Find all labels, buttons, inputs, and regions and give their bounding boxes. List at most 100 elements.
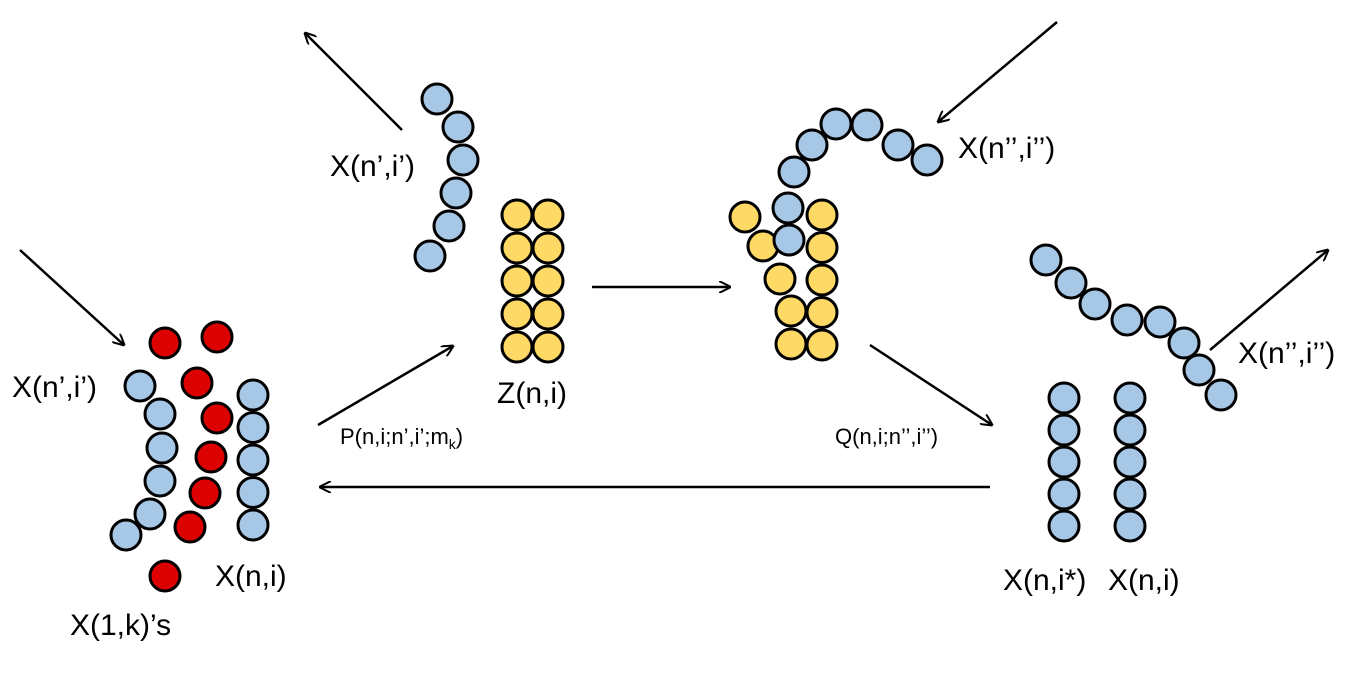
complex-right-beads — [531, 198, 565, 364]
blue-bead — [772, 223, 806, 257]
red-bead — [200, 401, 234, 435]
arrow-leaving-right — [1209, 250, 1328, 351]
label-right-pair-a: X(n,i*) — [1003, 564, 1086, 597]
yellow-bead — [500, 231, 534, 265]
invasion-fixed-beads — [805, 198, 839, 362]
invasion-yellow-beads — [728, 200, 808, 361]
blue-bead — [881, 128, 915, 162]
red-bead — [188, 476, 222, 510]
blue-bead — [1047, 413, 1081, 447]
right-pair-b-beads — [1113, 381, 1147, 543]
label-rate-q: Q(n,i;n’’,i’’) — [835, 424, 938, 449]
yellow-bead — [805, 198, 839, 232]
blue-bead — [1047, 381, 1081, 415]
right-pair-a-beads — [1047, 381, 1081, 543]
blue-bead — [145, 431, 179, 465]
blue-bead — [1113, 413, 1147, 447]
label-top-right-strand: X(n’’,i’’) — [958, 132, 1055, 165]
label-right-leaving-strand: X(n’’,i’’) — [1238, 337, 1335, 370]
red-bead — [148, 326, 182, 360]
blue-bead — [1143, 305, 1177, 339]
arrow-binding-p — [317, 346, 453, 427]
rate-p-subscript: k — [449, 436, 457, 452]
rate-p-main: P(n,i;n’,i’;m — [340, 424, 449, 449]
red-monomer-beads — [148, 320, 234, 593]
beads — [109, 82, 1238, 593]
blue-bead — [850, 108, 884, 142]
yellow-bead — [531, 297, 565, 331]
blue-bead — [236, 508, 270, 542]
red-bead — [180, 366, 214, 400]
blue-bead — [819, 107, 853, 141]
blue-bead — [795, 128, 829, 162]
red-bead — [173, 510, 207, 544]
blue-bead — [123, 369, 157, 403]
label-rate-p: P(n,i;n’,i’;mk) — [340, 424, 463, 452]
blue-bead — [439, 176, 473, 210]
blue-bead — [1167, 326, 1201, 360]
top-left-strand-beads — [413, 82, 480, 273]
complex-left-beads — [500, 198, 534, 364]
blue-bead — [109, 518, 143, 552]
arrow-incoming-left — [19, 249, 124, 345]
yellow-bead — [500, 297, 534, 331]
blue-bead — [1110, 303, 1144, 337]
yellow-bead — [531, 198, 565, 232]
yellow-bead — [500, 264, 534, 298]
yellow-bead — [728, 200, 762, 234]
blue-bead — [420, 82, 454, 116]
blue-bead — [1113, 477, 1147, 511]
blue-bead — [1054, 266, 1088, 300]
yellow-bead — [774, 294, 808, 328]
red-bead — [200, 320, 234, 354]
blue-bead — [143, 464, 177, 498]
blue-bead — [441, 110, 475, 144]
arrow-leaving-top-left — [305, 33, 403, 131]
yellow-bead — [774, 327, 808, 361]
label-right-pair-b: X(n,i) — [1108, 564, 1180, 597]
rate-p-close: ) — [456, 424, 463, 449]
arrow-incoming-top-right — [938, 21, 1058, 122]
left-pair-beads — [236, 378, 270, 542]
blue-bead — [1113, 445, 1147, 479]
label-top-left-strand: X(n’,i’) — [330, 150, 415, 183]
blue-bead — [1047, 509, 1081, 543]
blue-bead — [236, 411, 270, 444]
right-leaving-strand-beads — [1029, 243, 1238, 412]
blue-bead — [446, 143, 480, 177]
blue-bead — [236, 476, 270, 509]
yellow-bead — [805, 263, 839, 297]
blue-bead — [1182, 353, 1216, 387]
label-left-strand: X(n’,i’) — [12, 371, 97, 404]
yellow-bead — [500, 330, 534, 364]
blue-bead — [777, 155, 811, 189]
blue-bead — [910, 143, 944, 177]
blue-bead — [1047, 445, 1081, 479]
blue-bead — [1078, 287, 1112, 321]
blue-bead — [1047, 477, 1081, 511]
arrow-release-q — [869, 343, 992, 425]
blue-bead — [413, 239, 447, 273]
yellow-bead — [500, 198, 534, 232]
blue-bead — [1204, 378, 1238, 412]
blue-bead — [236, 443, 270, 477]
yellow-bead — [805, 296, 839, 329]
left-strand-beads — [109, 369, 179, 552]
blue-bead — [771, 191, 805, 225]
invading-strand-beads — [771, 107, 944, 257]
blue-bead — [1029, 243, 1063, 277]
blue-bead — [1113, 381, 1147, 415]
red-bead — [194, 440, 228, 474]
blue-bead — [236, 378, 270, 412]
label-complex: Z(n,i) — [497, 377, 567, 410]
yellow-bead — [805, 328, 839, 362]
blue-bead — [143, 397, 177, 431]
blue-bead — [133, 497, 167, 531]
yellow-bead — [531, 330, 565, 364]
red-bead — [148, 559, 182, 593]
label-left-pair: X(n,i) — [215, 560, 287, 593]
yellow-bead — [805, 231, 839, 264]
label-red-monomers: X(1,k)’s — [70, 609, 171, 642]
blue-bead — [432, 209, 466, 243]
